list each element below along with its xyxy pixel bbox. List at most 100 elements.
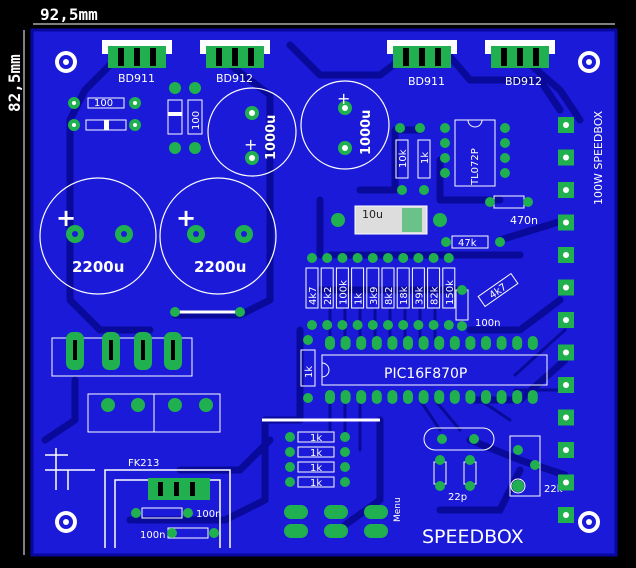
mcu-pin [356, 336, 367, 350]
mcu-pin [465, 390, 476, 404]
cap-1000u-a-plus: + [244, 135, 257, 154]
copper-traces [41, 41, 584, 529]
mcu-pin [434, 336, 445, 350]
cap-22p-label: 22p [448, 492, 467, 503]
mcu-pin [481, 390, 491, 404]
edge-pad [558, 442, 574, 458]
edge-pad [558, 377, 574, 393]
row-resistor-label: 100k [338, 280, 349, 305]
mcu-pin [371, 336, 382, 350]
mcu-pin [512, 336, 523, 350]
bridge-rectifier [51, 332, 193, 377]
r-100-vert-label: 100 [191, 111, 202, 130]
resistors-10k-1k: 10k 1k [395, 139, 431, 195]
edge-pad [558, 182, 574, 198]
stack-resistor: 1k [285, 431, 350, 444]
transistor-bd911-left: BD911 [102, 40, 172, 85]
opamp-tl072p: TL072P [395, 119, 510, 187]
edge-pad [558, 149, 574, 166]
row-resistor: 8k2 [381, 253, 395, 330]
bd911-right-label: BD911 [408, 75, 445, 88]
crystal [423, 427, 495, 451]
cap-2200u-b-plus: + [176, 204, 196, 232]
edge-pad [558, 247, 574, 263]
resistor-100-and-diode: 100 [68, 97, 141, 131]
mcu-label: PIC16F870P [384, 366, 467, 382]
row-resistor: 39k [411, 253, 425, 330]
edge-pad [558, 409, 574, 426]
capacitor-10u: 10u [331, 205, 447, 235]
r-1k-left-label: 1k [304, 366, 315, 378]
row-resistor: 4k7 [305, 253, 319, 330]
r-10k-label: 10k [398, 149, 409, 168]
row-resistor: 82k [427, 253, 441, 330]
row-resistor-label: 2k2 [323, 286, 334, 305]
stack-resistor: 1k [285, 461, 350, 474]
cap-2200u-a-label: 2200u [72, 258, 124, 276]
mcu-pin [340, 390, 351, 404]
stack-resistor: 1k [285, 476, 350, 489]
mcu-pin [418, 390, 429, 404]
cap-100n-bottom-label: 100n [196, 509, 221, 520]
row-resistor-label: 1k [354, 293, 365, 305]
speedbox-label: SPEEDBOX [422, 526, 524, 548]
bd912-left-label: BD912 [216, 72, 253, 85]
mounting-holes [55, 51, 600, 533]
capacitor-2200u-b: + 2200u [159, 177, 277, 295]
edge-pad [558, 507, 574, 523]
mcu-pin [481, 336, 491, 350]
stack-resistor-label: 1k [310, 433, 322, 444]
r-47k-label: 47k [458, 238, 477, 249]
edge-connector-pads [558, 117, 574, 523]
bd911-left-label: BD911 [118, 72, 155, 85]
capacitor-1000u-b: 1000u + [300, 80, 390, 170]
terminal-block [87, 393, 221, 433]
bd912-right-label: BD912 [505, 75, 542, 88]
mcu-pin [325, 390, 335, 404]
capacitor-1000u-a: 1000u + [207, 87, 297, 177]
row-resistor-label: 39k [414, 286, 425, 305]
edge-pad [558, 312, 574, 328]
heatsink-fk213: FK213 [104, 458, 231, 548]
capacitor-2200u-a: + 2200u [39, 177, 157, 295]
cap-1000u-b-label: 1000u [359, 110, 374, 155]
mcu-pin [434, 390, 445, 404]
cap-10u-label: 10u [362, 208, 383, 221]
mcu-pin [496, 390, 507, 404]
r-100-label: 100 [94, 98, 113, 109]
row-resistor-label: 150k [445, 280, 456, 305]
row-resistor: 150k [442, 253, 456, 330]
stack-resistor-label: 1k [310, 478, 322, 489]
vertical-title-label: 100W SPEEDBOX [592, 110, 605, 205]
mcu-pin [356, 390, 367, 404]
mcu-pin [403, 390, 413, 404]
mcu-pic16f870p: PIC16F870P [321, 336, 548, 404]
fk213-label: FK213 [128, 458, 159, 469]
vertical-diode-and-resistor: 100 [167, 82, 203, 154]
cap-1000u-a-label: 1000u [264, 115, 279, 160]
height-dimension: 82,5mm [5, 54, 24, 112]
edge-pad [558, 344, 574, 361]
edge-pad [558, 279, 574, 296]
mcu-pin [387, 336, 398, 350]
edge-pad [558, 117, 574, 133]
capacitor-470n: 470n [485, 195, 538, 227]
mcu-pin [403, 336, 413, 350]
transistor-bd912-right: BD912 [485, 40, 555, 88]
capacitor-100n-bottom: 100n 100n [131, 507, 221, 541]
stack-resistor-label: 1k [310, 463, 322, 474]
menu-buttons: Menu [284, 497, 403, 538]
opamp-label: TL072P [470, 148, 481, 186]
corner-marker [45, 448, 95, 490]
row-resistor: 100k [335, 253, 349, 330]
mcu-pin [418, 336, 429, 350]
transistor-bd911-right: BD911 [387, 40, 457, 88]
mcu-pin [325, 336, 335, 350]
capacitor-100n-mid: 100n [455, 285, 500, 331]
row-resistor: 1k [351, 253, 365, 330]
row-resistor-label: 82k [430, 286, 441, 305]
menu-label: Menu [393, 497, 403, 522]
r-1k-top-label: 1k [420, 152, 431, 164]
